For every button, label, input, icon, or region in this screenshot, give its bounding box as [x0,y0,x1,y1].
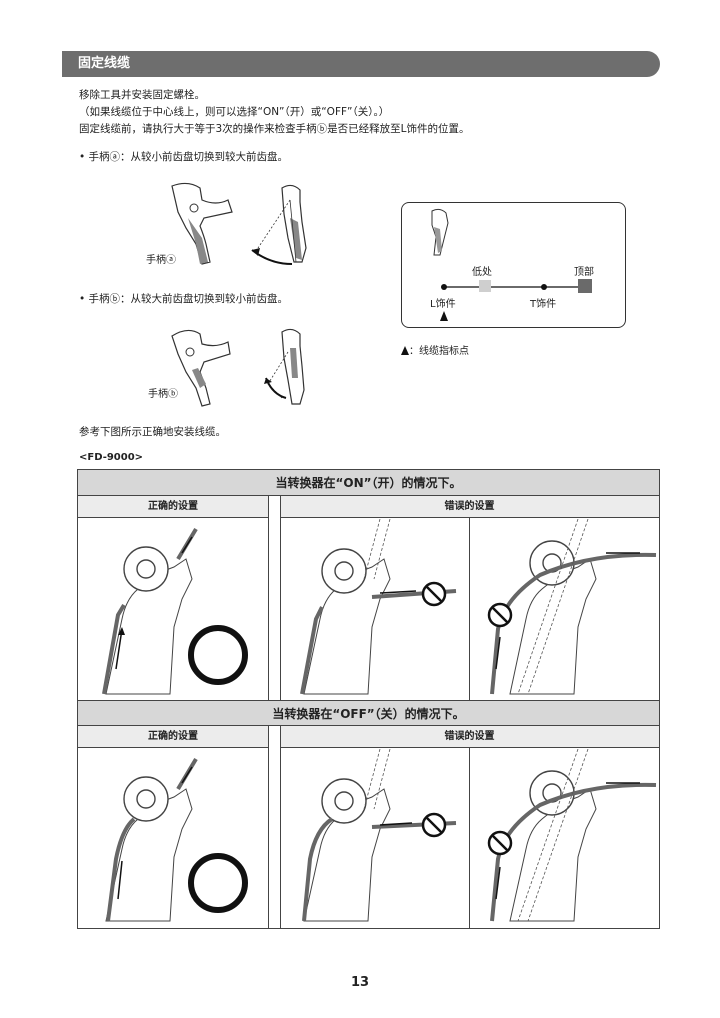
off-section-header: 当转换器在“OFF”（关）的情况下。 [78,700,659,726]
setup-table: 当转换器在“ON”（开）的情况下。 正确的设置 错误的设置 当转换器在“OFF”… [77,469,660,929]
on-wrong-header: 错误的设置 [280,496,659,518]
bullet-lever-a: • 手柄ⓐ：从较小前齿盘切换到较大前齿盘。 [79,151,289,163]
divider [268,726,269,928]
lever-a-label: 手柄ⓐ [146,255,176,266]
divider [280,726,281,928]
bullet-lever-b: • 手柄ⓑ：从较大前齿盘切换到较小前齿盘。 [79,293,289,305]
indicator-legend: ：线缆指标点 [401,342,469,357]
pointer-triangle-icon [401,346,409,355]
on-correct-illustration [102,527,248,695]
lever-b-label: 手柄ⓑ [148,389,178,400]
divider [469,518,470,700]
off-wrong-illustration-2 [487,749,657,922]
intro-line-2: （如果线缆位于中心线上，则可以选择“ON”（开）或“OFF”（关）。） [79,106,390,118]
indicator-legend-text: ：线缆指标点 [409,346,469,357]
l-trim-label: L饰件 [430,299,456,310]
intro-line-1: 移除工具并安装固定螺栓。 [79,89,205,101]
off-correct-header: 正确的设置 [78,726,268,748]
divider [268,496,269,700]
top-position-label: 顶部 [574,267,594,278]
t-trim-label: T饰件 [530,299,557,310]
low-position-label: 低处 [472,267,492,278]
model-label: <FD-9000> [79,452,144,463]
page-number: 13 [350,975,370,990]
on-wrong-illustration-1 [300,519,457,695]
on-wrong-illustration-2 [487,519,657,695]
off-correct-illustration [105,757,248,922]
intro-line-3: 固定线缆前，请执行大于等于3次的操作来检查手柄ⓑ是否已经释放至L饰件的位置。 [79,123,470,135]
on-correct-header: 正确的设置 [78,496,268,518]
divider [280,496,281,700]
off-wrong-header: 错误的设置 [280,726,659,748]
section-title-banner: 固定线缆 [62,51,660,77]
indicator-diagram [431,208,592,321]
divider [469,748,470,928]
reference-text: 参考下图所示正确地安装线缆。 [79,426,226,438]
on-section-header: 当转换器在“ON”（开）的情况下。 [78,470,659,496]
lever-a-illustration [171,182,307,265]
cable-indicator-panel: 低处 顶部 L饰件 T饰件 [401,202,626,328]
lever-b-illustration [171,328,305,407]
off-wrong-illustration-1 [302,749,457,922]
